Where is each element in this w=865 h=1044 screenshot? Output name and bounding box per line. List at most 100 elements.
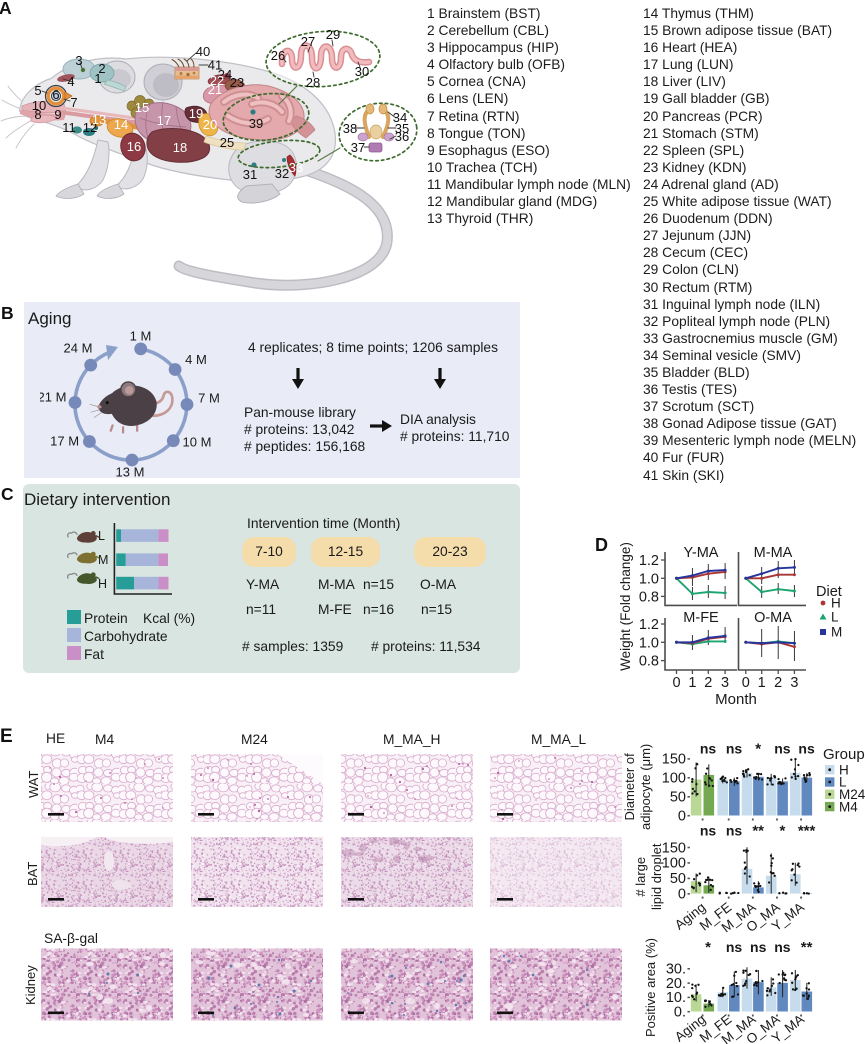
svg-text:ns: ns bbox=[726, 741, 743, 757]
svg-text:M24: M24 bbox=[839, 787, 865, 802]
svg-text:50: 50 bbox=[670, 871, 686, 887]
svg-text:ns: ns bbox=[700, 823, 717, 839]
svg-text:0.8: 0.8 bbox=[639, 589, 659, 605]
svg-text:17 M: 17 M bbox=[50, 433, 79, 448]
svg-text:0.8: 0.8 bbox=[639, 654, 659, 670]
svg-text:17: 17 bbox=[157, 113, 171, 128]
svg-text:36: 36 bbox=[395, 129, 409, 144]
svg-text:**: ** bbox=[752, 823, 764, 840]
svg-text:H: H bbox=[839, 762, 849, 777]
svg-text:24 M: 24 M bbox=[64, 341, 93, 356]
svg-text:10.: 10. bbox=[666, 990, 686, 1006]
svg-text:1.0: 1.0 bbox=[639, 571, 659, 587]
svg-text:M: M bbox=[98, 553, 108, 567]
svg-text:2: 2 bbox=[774, 675, 782, 691]
svg-text:H: H bbox=[831, 596, 841, 611]
svg-text:L: L bbox=[98, 529, 105, 543]
svg-text:4: 4 bbox=[67, 74, 74, 89]
svg-text:37: 37 bbox=[351, 140, 365, 155]
svg-text:41: 41 bbox=[208, 58, 222, 73]
svg-text:10 M: 10 M bbox=[183, 435, 212, 450]
svg-text:0: 0 bbox=[678, 809, 686, 825]
svg-text:M4: M4 bbox=[839, 799, 858, 814]
svg-text:ns: ns bbox=[774, 939, 791, 955]
svg-text:ns: ns bbox=[726, 939, 743, 955]
svg-text:1: 1 bbox=[758, 675, 766, 691]
svg-text:15: 15 bbox=[135, 100, 149, 115]
svg-text:25: 25 bbox=[220, 135, 234, 150]
svg-text:28: 28 bbox=[306, 75, 320, 90]
svg-text:100: 100 bbox=[662, 771, 686, 787]
svg-text:0: 0 bbox=[678, 887, 686, 903]
svg-text:1.2: 1.2 bbox=[639, 553, 659, 569]
svg-text:14: 14 bbox=[114, 117, 128, 132]
svg-text:*: * bbox=[779, 823, 785, 840]
svg-text:34: 34 bbox=[393, 110, 407, 125]
svg-text:*: * bbox=[705, 939, 711, 956]
svg-text:3: 3 bbox=[75, 53, 82, 68]
svg-text:39: 39 bbox=[249, 116, 263, 131]
svg-text:**: ** bbox=[801, 939, 813, 956]
svg-text:22: 22 bbox=[210, 73, 224, 88]
svg-text:M: M bbox=[831, 625, 842, 640]
svg-text:2: 2 bbox=[98, 61, 105, 76]
svg-text:1: 1 bbox=[94, 71, 101, 86]
svg-text:30.: 30. bbox=[666, 962, 686, 978]
svg-text:32: 32 bbox=[275, 166, 289, 181]
svg-text:35: 35 bbox=[395, 121, 409, 136]
svg-text:150: 150 bbox=[662, 840, 686, 856]
svg-text:Diet: Diet bbox=[816, 584, 842, 600]
svg-text:1: 1 bbox=[688, 675, 696, 691]
svg-text:20.: 20. bbox=[666, 976, 686, 992]
svg-text:Group: Group bbox=[823, 746, 865, 763]
svg-text:2: 2 bbox=[704, 675, 712, 691]
svg-text:1.0: 1.0 bbox=[639, 635, 659, 651]
svg-text:20: 20 bbox=[203, 117, 217, 132]
svg-text:23: 23 bbox=[230, 75, 244, 90]
svg-text:7 M: 7 M bbox=[198, 391, 220, 406]
svg-text:10: 10 bbox=[32, 98, 46, 113]
svg-text:***: *** bbox=[798, 823, 816, 840]
svg-text:7: 7 bbox=[70, 95, 77, 110]
svg-text:ns: ns bbox=[700, 741, 717, 757]
svg-text:ns: ns bbox=[774, 741, 791, 757]
svg-text:18: 18 bbox=[173, 140, 187, 155]
svg-text:M-FE: M-FE bbox=[683, 610, 719, 626]
svg-text:27: 27 bbox=[301, 34, 315, 49]
svg-text:31: 31 bbox=[243, 167, 257, 182]
svg-text:12: 12 bbox=[83, 120, 97, 135]
svg-text:3: 3 bbox=[790, 675, 798, 691]
svg-text:O-MA: O-MA bbox=[754, 610, 792, 626]
svg-text:6: 6 bbox=[52, 87, 59, 102]
svg-text:8: 8 bbox=[34, 107, 41, 122]
svg-text:38: 38 bbox=[343, 121, 357, 136]
svg-text:21: 21 bbox=[208, 82, 222, 97]
svg-text:M-MA: M-MA bbox=[754, 545, 793, 561]
svg-text:L: L bbox=[831, 610, 839, 625]
svg-text:24: 24 bbox=[218, 67, 232, 82]
svg-text:13: 13 bbox=[92, 112, 106, 127]
svg-text:1.2: 1.2 bbox=[639, 617, 659, 633]
svg-text:0: 0 bbox=[742, 675, 750, 691]
svg-text:Weight (Fold change): Weight (Fold change) bbox=[618, 542, 633, 671]
svg-text:11: 11 bbox=[62, 120, 76, 135]
svg-text:ns: ns bbox=[726, 823, 743, 839]
svg-text:19: 19 bbox=[189, 106, 203, 121]
svg-text:5: 5 bbox=[34, 83, 41, 98]
svg-text:16: 16 bbox=[127, 139, 141, 154]
svg-text:4 M: 4 M bbox=[185, 352, 207, 367]
svg-text:Y-MA: Y-MA bbox=[684, 545, 719, 561]
svg-text:H: H bbox=[98, 577, 107, 591]
svg-text:3: 3 bbox=[721, 675, 729, 691]
svg-text:0: 0 bbox=[672, 675, 680, 691]
svg-text:21 M: 21 M bbox=[40, 390, 66, 405]
svg-text:9: 9 bbox=[54, 107, 61, 122]
svg-text:150: 150 bbox=[662, 752, 686, 768]
svg-text:ns: ns bbox=[798, 741, 815, 757]
svg-text:1 M: 1 M bbox=[130, 329, 152, 344]
svg-text:30: 30 bbox=[355, 64, 369, 79]
svg-text:*: * bbox=[755, 741, 761, 758]
svg-text:0.: 0. bbox=[674, 1005, 686, 1021]
svg-text:40: 40 bbox=[196, 44, 210, 59]
svg-text:Month: Month bbox=[715, 691, 757, 708]
